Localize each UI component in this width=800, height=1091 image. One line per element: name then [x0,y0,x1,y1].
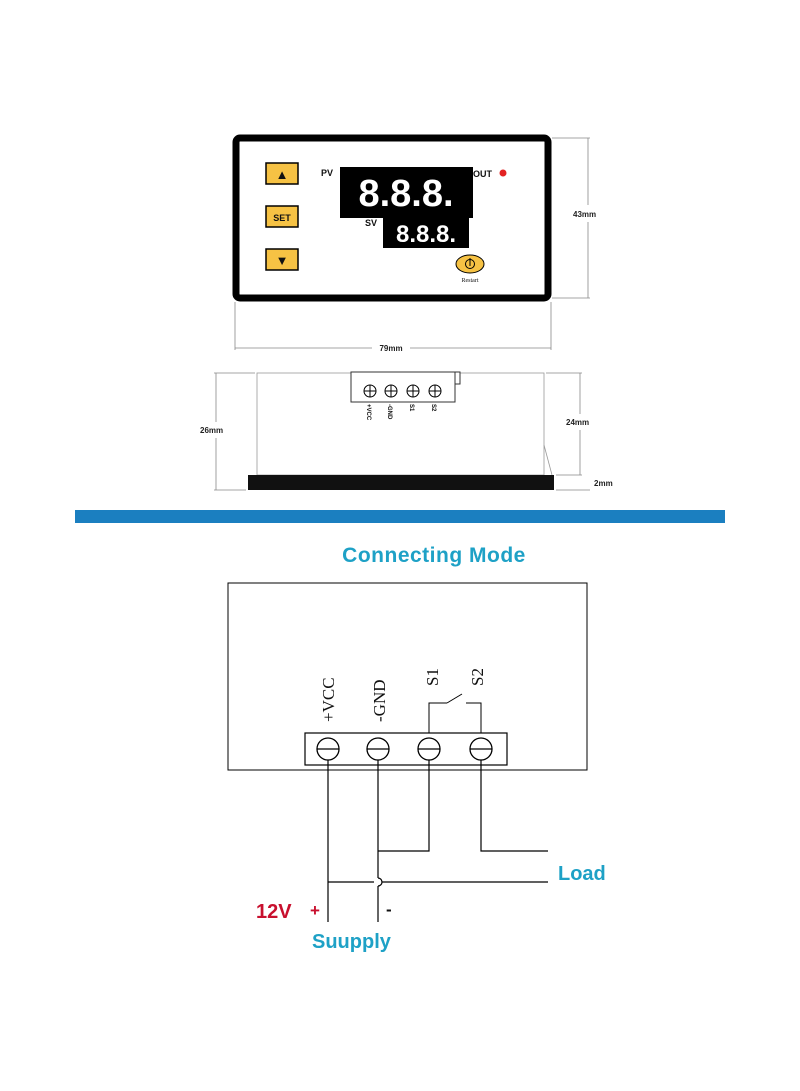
side-terminal-label-gnd: -GND [386,404,392,420]
up-button[interactable]: ▲ [265,162,299,185]
wires [327,760,548,922]
side-dimension-lines [214,372,590,491]
section-divider [75,510,725,523]
sv-label: SV [365,218,377,228]
bezel-dimension: 2mm [594,479,613,488]
side-terminal-label-s1: S1 [408,404,414,412]
terminal-label-vcc: +VCC [319,677,338,722]
front-dimension-lines [234,137,590,350]
side-terminal-label-s2: S2 [430,404,436,412]
supply-label: Suupply [312,931,392,953]
front-panel: ▲ SET ▼ PV 8.8.8. OUT SV 8.8.8. Restart [232,134,552,302]
side-terminal-label-vcc: +VCC [365,404,371,421]
set-button[interactable]: SET [265,205,299,228]
sv-display-window [383,217,469,248]
out-indicator-led [499,169,507,177]
side-view: +VCC -GND S1 S2 [248,371,554,490]
restart-button[interactable]: Restart [455,254,485,284]
plus-sign: + [310,901,320,920]
up-arrow-icon: ▲ [276,167,289,182]
connecting-mode-title: Connecting Mode [342,544,526,567]
pv-display: 8.8.8. [358,173,453,215]
out-label: OUT [473,169,493,179]
sv-display: 8.8.8. [396,221,456,248]
side-terminal-screws [363,384,442,398]
width-dimension: 79mm [379,344,402,353]
terminal-label-s2: S2 [468,668,487,686]
restart-label: Restart [462,278,479,284]
set-button-label: SET [273,213,291,223]
pv-label: PV [321,168,333,178]
power-icon [465,258,475,269]
body-depth-dimension: 24mm [566,418,589,427]
minus-sign: - [386,900,392,919]
load-label: Load [558,863,606,885]
terminal-label-gnd: -GND [370,680,389,723]
down-arrow-icon: ▼ [276,253,289,268]
depth-dimension: 26mm [200,426,223,435]
terminal-block [304,732,508,766]
down-button[interactable]: ▼ [265,248,299,271]
terminal-label-s1: S1 [423,668,442,686]
voltage-label: 12V [256,901,292,923]
height-dimension: 43mm [573,210,596,219]
pv-display-window [340,167,473,218]
switch-symbol [428,693,482,733]
